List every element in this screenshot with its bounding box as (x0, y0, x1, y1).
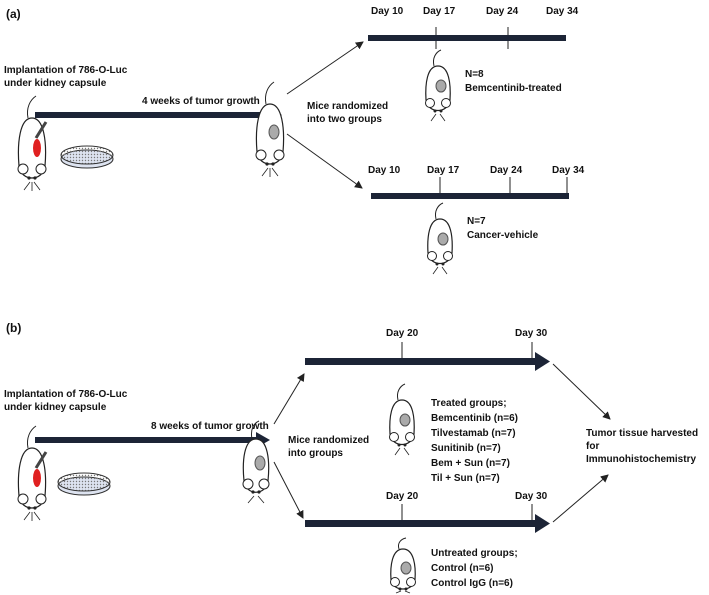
panel-a-growth-label: 4 weeks of tumor growth (142, 96, 260, 107)
panel-b-treated-item: Sunitinib (n=7) (431, 443, 501, 454)
panel-b-top-ticks (401, 342, 533, 358)
panel-a-top-day-2: Day 17 (423, 6, 456, 17)
panel-b-bottom-day-2: Day 30 (515, 491, 548, 502)
panel-a-top-day-4: Day 34 (546, 6, 579, 17)
panel-a-bottom-timeline (371, 193, 569, 199)
panel-b-split-arrow-down (273, 461, 304, 519)
panel-b-harvest-line1: Tumor tissue harvested (586, 428, 698, 439)
panel-b-split-arrow-up (273, 373, 305, 425)
panel-b-treated-item: Bemcentinib (n=6) (431, 413, 518, 424)
panel-a-split-arrow-up (286, 41, 364, 95)
panel-a-randomized-line2: into two groups (307, 114, 382, 125)
panel-b-harvest-line2: for (586, 441, 599, 452)
panel-a-randomized-line1: Mice randomized (307, 101, 388, 112)
panel-a-implant-line2: under kidney capsule (4, 78, 107, 89)
panel-b-tumor-mouse-icon (242, 420, 270, 504)
panel-a-bottom-day-4: Day 34 (552, 165, 585, 176)
panel-a-vehicle-mouse-icon (427, 202, 453, 275)
panel-a-bottom-n: N=7 (467, 216, 486, 227)
panel-b-label: (b) (6, 321, 21, 335)
panel-a-growth-arrow (35, 107, 282, 123)
panel-b-randomized-line1: Mice randomized (288, 435, 369, 446)
panel-b-growth-arrow (35, 432, 270, 448)
panel-a-top-n: N=8 (465, 69, 484, 80)
panel-b-randomized-line2: into groups (288, 448, 343, 459)
panel-b-bottom-day-1: Day 20 (386, 491, 419, 502)
panel-a-implanted-mouse-icon (17, 95, 48, 191)
panel-b-implanted-mouse-icon (17, 425, 48, 521)
panel-a-top-timeline (368, 35, 566, 41)
panel-b-harvest-line3: Immunohistochemistry (586, 454, 696, 465)
panel-b-treated-mouse-icon (389, 383, 415, 456)
panel-a-bottom-group: Cancer-vehicle (467, 230, 539, 241)
panel-a-bottom-day-3: Day 24 (490, 165, 523, 176)
panel-b-untreated-item: Control (n=6) (431, 563, 494, 574)
panel-b-bottom-timeline (305, 514, 550, 533)
panel-a-top-day-1: Day 10 (371, 6, 404, 17)
panel-b-bottom-ticks (401, 504, 533, 520)
panel-b-top-day-2: Day 30 (515, 328, 548, 339)
panel-a-top-ticks (435, 27, 509, 49)
panel-a-split-arrow-down (286, 133, 363, 189)
panel-b-converge-arrow-top (552, 363, 611, 420)
panel-a-top-day-3: Day 24 (486, 6, 519, 17)
panel-a-bottom-ticks (439, 177, 568, 193)
panel-a-implant-line1: Implantation of 786-O-Luc (4, 65, 128, 76)
panel-b-treated-item: Bem + Sun (n=7) (431, 458, 510, 469)
panel-b-growth-label: 8 weeks of tumor growth (151, 421, 269, 432)
panel-a-label: (a) (6, 7, 21, 21)
panel-a-petri-dish-icon (60, 145, 114, 169)
panel-b-implant-line2: under kidney capsule (4, 402, 107, 413)
panel-a-bottom-day-2: Day 17 (427, 165, 460, 176)
panel-a-tumor-mouse-icon (255, 81, 285, 177)
panel-b-untreated-item: Control IgG (n=6) (431, 578, 513, 589)
panel-b-implant-line1: Implantation of 786-O-Luc (4, 389, 128, 400)
panel-a-treated-mouse-icon (425, 49, 451, 122)
panel-b-treated-item: Tilvestamab (n=7) (431, 428, 516, 439)
panel-b-top-timeline (305, 352, 550, 371)
panel-b-treated-item: Til + Sun (n=7) (431, 473, 500, 484)
panel-a-bottom-day-1: Day 10 (368, 165, 401, 176)
panel-a-top-group: Bemcentinib-treated (465, 83, 562, 94)
panel-b-control-mouse-icon (390, 537, 416, 594)
panel-b-converge-arrow-bottom (552, 474, 609, 523)
panel-b-petri-dish-icon (57, 472, 111, 496)
panel-b-top-day-1: Day 20 (386, 328, 419, 339)
panel-b-untreated-header: Untreated groups; (431, 548, 518, 559)
panel-b-treated-header: Treated groups; (431, 398, 507, 409)
